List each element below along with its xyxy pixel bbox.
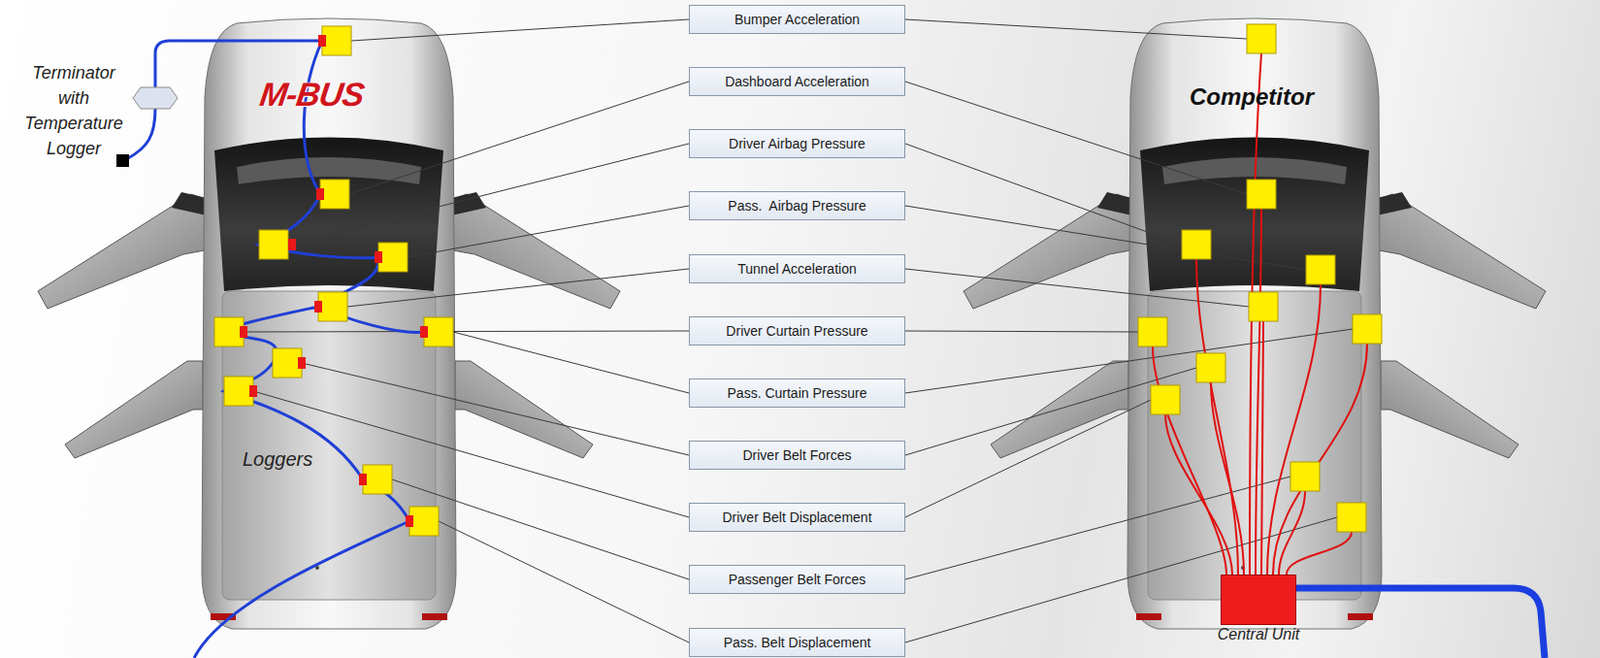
leader-line <box>905 330 1139 332</box>
signal-box: Pass. Airbag Pressure <box>688 191 906 221</box>
leader-line <box>438 521 689 643</box>
central-unit-box <box>1220 574 1297 625</box>
sensor <box>272 348 302 378</box>
sensor <box>1246 24 1276 54</box>
brand-label: Competitor <box>1189 83 1314 111</box>
sensor <box>424 317 454 347</box>
bus-wire <box>128 108 156 159</box>
signal-name: Pass. Curtain Pressure <box>727 385 868 401</box>
sensor <box>318 292 348 322</box>
terminator-hexagon <box>132 87 178 109</box>
sensor <box>1246 179 1276 209</box>
leader-line <box>253 391 689 518</box>
data-cable <box>1296 587 1545 658</box>
signal-box: Driver Belt Forces <box>688 440 906 470</box>
signal-box: Passenger Belt Forces <box>688 564 906 594</box>
sensor-cable <box>1152 346 1227 575</box>
logger-tab <box>405 515 414 527</box>
signal-box: Driver Airbag Pressure <box>688 129 906 159</box>
sensor-cable <box>1210 382 1244 575</box>
leader-line <box>905 399 1151 518</box>
leader-line <box>347 268 689 307</box>
note-label: Loggers <box>242 448 313 471</box>
leader-line <box>905 205 1307 270</box>
temperature-logger <box>116 154 130 167</box>
leader-line <box>905 476 1291 580</box>
sensor-cable <box>1255 208 1262 575</box>
leader-line <box>905 328 1353 393</box>
signal-name: Tunnel Acceleration <box>737 261 856 277</box>
leader-line <box>301 362 689 456</box>
logger-tab <box>316 188 325 200</box>
leader-line <box>351 19 689 41</box>
note-label: Terminator with Temperature Logger <box>15 60 132 162</box>
sensor <box>1306 255 1336 285</box>
logger-tab <box>297 357 306 369</box>
leader-line <box>243 330 689 332</box>
unit-label: Central Unit <box>1217 624 1300 645</box>
signal-name: Driver Belt Forces <box>742 447 851 463</box>
signal-box: Pass. Belt Displacement <box>688 627 906 657</box>
signal-box: Dashboard Acceleration <box>688 66 906 97</box>
leader-line <box>905 517 1338 643</box>
leader-line <box>905 143 1182 245</box>
logger-tab <box>359 473 367 486</box>
sensor <box>1150 385 1180 415</box>
logger-tab <box>420 326 428 338</box>
sensor <box>320 179 350 209</box>
logger-tab <box>318 34 327 47</box>
sensor-cable <box>1196 259 1239 575</box>
sensor <box>1337 502 1367 532</box>
leader-line <box>349 81 689 195</box>
signal-name: Driver Airbag Pressure <box>728 135 866 152</box>
sensor <box>1138 317 1168 347</box>
logger-tab <box>239 326 248 338</box>
central-unit: Central Unit <box>1193 574 1324 645</box>
signal-box: Tunnel Acceleration <box>688 254 906 284</box>
sensor <box>1352 314 1382 344</box>
leader-line <box>391 479 689 580</box>
signal-box: Bumper Acceleration <box>688 4 906 34</box>
leader-line <box>905 367 1197 456</box>
leader-line <box>288 143 689 245</box>
leader-line <box>905 19 1247 39</box>
logger-tab <box>374 251 383 263</box>
sensor <box>1290 461 1320 491</box>
sensor <box>409 506 439 536</box>
signal-name: Bumper Acceleration <box>734 11 860 28</box>
car-competitor <box>963 18 1546 629</box>
logger-tab <box>249 385 258 397</box>
sensor <box>1196 353 1226 383</box>
signal-box: Driver Belt Displacement <box>688 502 906 532</box>
logger-tab <box>314 300 323 313</box>
sensor <box>378 242 408 272</box>
signal-name: Pass. Airbag Pressure <box>727 197 866 214</box>
signal-name: Pass. Belt Displacement <box>723 634 872 651</box>
signal-box: Driver Curtain Pressure <box>688 316 906 346</box>
sensor <box>322 26 352 56</box>
sensor <box>362 464 392 494</box>
leader-line <box>453 331 689 393</box>
sensor-cable <box>1273 343 1368 575</box>
car-mbus <box>37 18 621 629</box>
sensor-cable <box>1267 284 1321 575</box>
sensor-cable <box>1286 531 1352 575</box>
leader-line <box>407 205 689 258</box>
signal-box: Pass. Curtain Pressure <box>688 378 906 408</box>
sensor <box>1181 229 1211 260</box>
brand-label: M-BUS <box>257 75 366 114</box>
bus-wire <box>194 40 425 658</box>
sensor <box>224 376 254 406</box>
signal-name: Driver Belt Displacement <box>721 509 872 525</box>
sensor-cable <box>1261 321 1264 575</box>
sensor <box>1248 292 1278 322</box>
logger-tab <box>288 238 296 251</box>
sensor-cable <box>1278 490 1306 575</box>
signal-name: Dashboard Acceleration <box>724 73 870 90</box>
sensor <box>259 229 289 260</box>
signal-name: Driver Curtain Pressure <box>725 323 868 339</box>
signal-name: Passenger Belt Forces <box>728 571 867 588</box>
sensor <box>214 317 244 347</box>
